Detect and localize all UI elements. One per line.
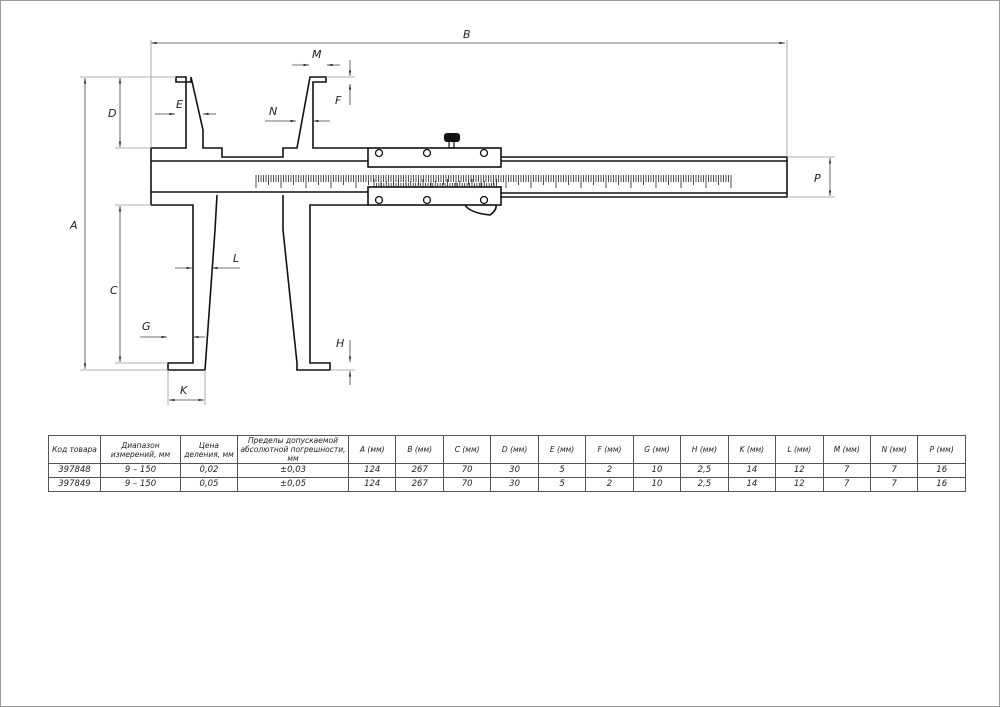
- table-cell: 7: [869, 463, 919, 478]
- main-scale: [255, 175, 732, 188]
- table-cell: 7: [822, 463, 871, 478]
- column-header: N (мм): [869, 435, 919, 464]
- dim-label-m: M: [312, 48, 322, 61]
- dim-label-b: B: [463, 28, 471, 41]
- table-cell: 70: [442, 477, 492, 492]
- table-cell: 5: [537, 477, 587, 492]
- column-header: Пределы допускаемой абсолютной погрешнос…: [237, 435, 349, 464]
- column-header: L (мм): [775, 435, 824, 464]
- slider-screws: [374, 148, 489, 205]
- dimension-labels: B M F D E N P A L C G H K: [69, 28, 821, 397]
- column-header: Код товара: [48, 435, 101, 464]
- table-cell: 70: [442, 463, 492, 478]
- table-cell: 9 – 150: [100, 477, 181, 492]
- column-header: E (мм): [537, 435, 587, 464]
- table-cell: 267: [395, 477, 444, 492]
- dim-label-e: E: [176, 98, 183, 111]
- dim-label-c: C: [110, 284, 118, 297]
- table-cell: 2: [585, 463, 634, 478]
- table-cell: 124: [347, 477, 397, 492]
- dim-label-d: D: [108, 107, 116, 120]
- table-cell: 30: [490, 477, 539, 492]
- table-cell: 267: [395, 463, 444, 478]
- table-cell: 10: [632, 477, 682, 492]
- column-header: D (мм): [490, 435, 539, 464]
- column-header: P (мм): [917, 435, 966, 464]
- table-cell: 2,5: [680, 477, 729, 492]
- dim-label-k: K: [180, 384, 188, 397]
- dimension-lines: [80, 40, 835, 405]
- table-cell: 16: [917, 463, 966, 478]
- column-header: Цена деления, мм: [180, 435, 238, 464]
- table-cell: ±0,03: [237, 463, 349, 478]
- dim-label-n: N: [269, 105, 277, 118]
- table-cell: ±0,05: [237, 477, 349, 492]
- table-cell: 124: [347, 463, 397, 478]
- caliper-outline: [150, 76, 788, 371]
- dim-label-p: P: [814, 172, 821, 185]
- dim-label-h: H: [336, 337, 344, 350]
- table-cell: 7: [869, 477, 919, 492]
- table-cell: 14: [727, 477, 777, 492]
- column-header: Диапазон измерений, мм: [100, 435, 181, 464]
- table-cell: 0,05: [180, 477, 238, 492]
- column-header: M (мм): [822, 435, 871, 464]
- column-header: C (мм): [442, 435, 492, 464]
- vernier-scale: [373, 179, 497, 187]
- table-cell: 10: [632, 463, 682, 478]
- table-cell: 397848: [48, 463, 101, 478]
- column-header: F (мм): [585, 435, 634, 464]
- table-cell: 12: [775, 463, 824, 478]
- dim-label-a: A: [69, 219, 78, 232]
- table-cell: 12: [775, 477, 824, 492]
- table-cell: 7: [822, 477, 871, 492]
- table-cell: 0,02: [180, 463, 238, 478]
- column-header: K (мм): [727, 435, 777, 464]
- caliper-drawing: B M F D E N P A L C G H K: [69, 28, 835, 405]
- table-cell: 2: [585, 477, 634, 492]
- column-header: B (мм): [395, 435, 444, 464]
- dim-label-g: G: [142, 320, 151, 333]
- dim-label-l: L: [233, 252, 239, 265]
- table-cell: 30: [490, 463, 539, 478]
- column-header: H (мм): [680, 435, 729, 464]
- table-cell: 14: [727, 463, 777, 478]
- table-cell: 5: [537, 463, 587, 478]
- table-cell: 397849: [48, 477, 101, 492]
- dim-label-f: F: [335, 94, 342, 107]
- table-cell: 9 – 150: [100, 463, 181, 478]
- table-cell: 2,5: [680, 463, 729, 478]
- clamp-screw-icon[interactable]: [444, 133, 460, 149]
- column-header: G (мм): [632, 435, 682, 464]
- table-cell: 16: [917, 477, 966, 492]
- column-header: A (мм): [347, 435, 397, 464]
